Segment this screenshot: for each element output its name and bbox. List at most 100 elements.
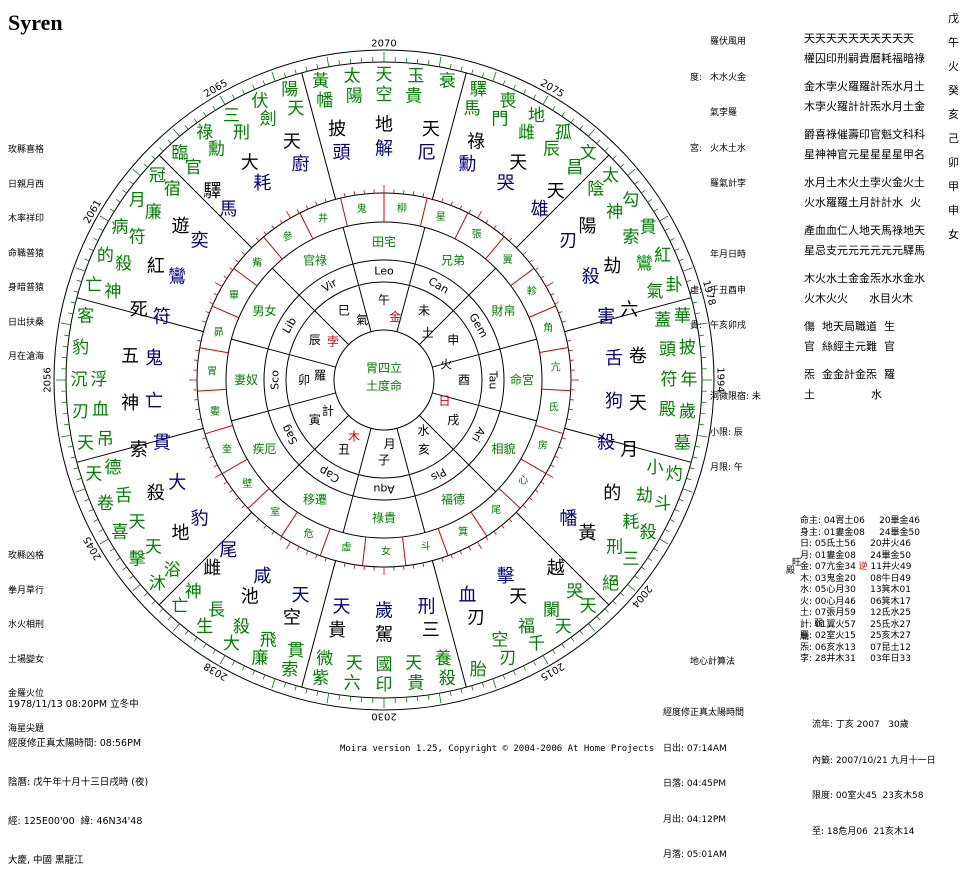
mid-tick [202, 321, 206, 322]
palace-sub-star: 死 [130, 300, 148, 321]
zodiac-sign: Lib [280, 315, 299, 336]
mid-tick [236, 498, 239, 501]
constellation-label: 亢 [551, 360, 561, 373]
outer-tick [670, 238, 674, 240]
palace-sub-star: 鬼 [145, 348, 163, 369]
outer-tick [571, 637, 574, 641]
palace-star: 索 [281, 660, 298, 680]
palace-star: 辰 [543, 139, 560, 159]
outer-tick [116, 199, 120, 202]
palace-star: 空 [491, 630, 508, 650]
outer-tick [272, 679, 275, 688]
palace-sub-star: 刃 [559, 230, 577, 251]
palace-star: 陽 [346, 87, 363, 107]
mid-tick [214, 465, 218, 467]
outer-tick [144, 593, 148, 596]
outer-tick [493, 679, 496, 688]
planet-row: 命主: 04胃土06 20畢金46 [800, 515, 920, 527]
constellation-divider [222, 459, 247, 474]
outer-tick [513, 671, 515, 676]
outer-tick [472, 686, 473, 691]
constellation-divider [438, 528, 448, 555]
outer-tick [461, 67, 462, 72]
planet-glyph: 水 [417, 423, 429, 437]
info-row: 小限: 辰 [690, 427, 761, 439]
mid-tick [562, 321, 566, 322]
outer-tick [553, 650, 556, 654]
palace-star: 氣 [647, 282, 664, 302]
palace-star: 華 [674, 307, 691, 327]
constellation-label: 虛 [341, 540, 351, 553]
outer-tick [533, 661, 535, 665]
outer-tick [194, 637, 197, 641]
outer-tick [654, 209, 658, 212]
mid-tick [451, 555, 452, 559]
palace-sub-star: 天 [509, 586, 527, 607]
house-label: 祿貴 [372, 511, 396, 525]
mid-tick [442, 198, 443, 202]
palace-sub-star: 天 [333, 597, 351, 618]
palace-star: 天 [85, 464, 102, 484]
outer-tick [654, 549, 658, 552]
palace-sub-star: 劫 [603, 256, 621, 277]
palace-star: 殺 [115, 254, 132, 274]
mid-tick [413, 565, 414, 569]
planet-glyph: 氣 [356, 313, 368, 327]
center-title: 胃四立 [366, 360, 402, 375]
constellation-divider [540, 347, 569, 352]
constellation-divider [402, 537, 405, 566]
constellation-label: 畢 [229, 289, 239, 301]
mid-tick [460, 206, 462, 210]
outer-tick [99, 228, 103, 230]
constellation-divider [471, 512, 487, 536]
side-label: 廟 [800, 632, 809, 644]
constellation-divider [205, 425, 233, 433]
mid-tick [494, 225, 496, 228]
palace-sub-star: 狗 [605, 391, 623, 412]
year-label: 2061 [82, 198, 104, 226]
palace-star: 衰 [439, 72, 456, 92]
info-row: 度:木水火金 [690, 72, 761, 84]
mid-tick [272, 225, 274, 228]
birth-line: 經度修正真太陽時間: 08:56PM [8, 737, 148, 750]
palace-star: 殺 [233, 617, 250, 637]
outer-tick [543, 655, 548, 664]
outer-tick [144, 164, 148, 167]
year-label: 2030 [371, 711, 396, 722]
outer-tick [641, 567, 645, 570]
constellation-label: 柳 [397, 201, 407, 214]
palace-star: 天 [376, 65, 393, 85]
branch-label: 戌 [447, 413, 459, 427]
mid-tick [287, 211, 291, 218]
mid-tick [210, 302, 214, 304]
outer-tick [580, 125, 583, 129]
outer-tick [89, 509, 94, 511]
palace-star: 貴 [407, 673, 424, 693]
planet-row: 炁: 06亥水13 07昆土12 [800, 642, 920, 654]
palace-star: 千 [528, 634, 545, 654]
palace-sub-star: 披 [328, 119, 346, 140]
info-row: 年月日時 [690, 249, 761, 261]
palace-sub-star: 駕 [375, 625, 393, 646]
palace-star: 三 [622, 549, 639, 569]
unlucky-line: 玫縣凶格 [8, 551, 44, 563]
star-grid-row: 火木火火 水目火木 [804, 290, 913, 306]
outer-tick [129, 181, 133, 184]
planet-glyph: 孛 [327, 334, 339, 348]
palace-star: 廉 [145, 202, 162, 222]
palace-sub-star: 的 [603, 483, 621, 504]
constellation-label: 箕 [458, 525, 468, 538]
palace-star: 太 [602, 166, 619, 186]
constellation-label: 斗 [421, 540, 431, 552]
mid-tick [280, 537, 282, 540]
planet-row: 水: 05心月30 13箕木01 [800, 584, 920, 596]
zodiac-sign: Tau [487, 370, 500, 390]
lucky-patterns: 玫縣喜格 日親月西 木率祥印 命職普猿 身暗普猿 日出扶桑 月在滄海 [8, 122, 44, 375]
palace-sub-star: 神 [121, 393, 139, 414]
constellation-divider [535, 425, 563, 433]
constellation-label: 鬼 [357, 202, 367, 215]
constellation-label: 壁 [242, 477, 252, 490]
palace-sub-star: 刑 [417, 597, 435, 618]
constellation-label: 危 [304, 528, 314, 540]
palace-sub-star: 索 [130, 439, 148, 460]
